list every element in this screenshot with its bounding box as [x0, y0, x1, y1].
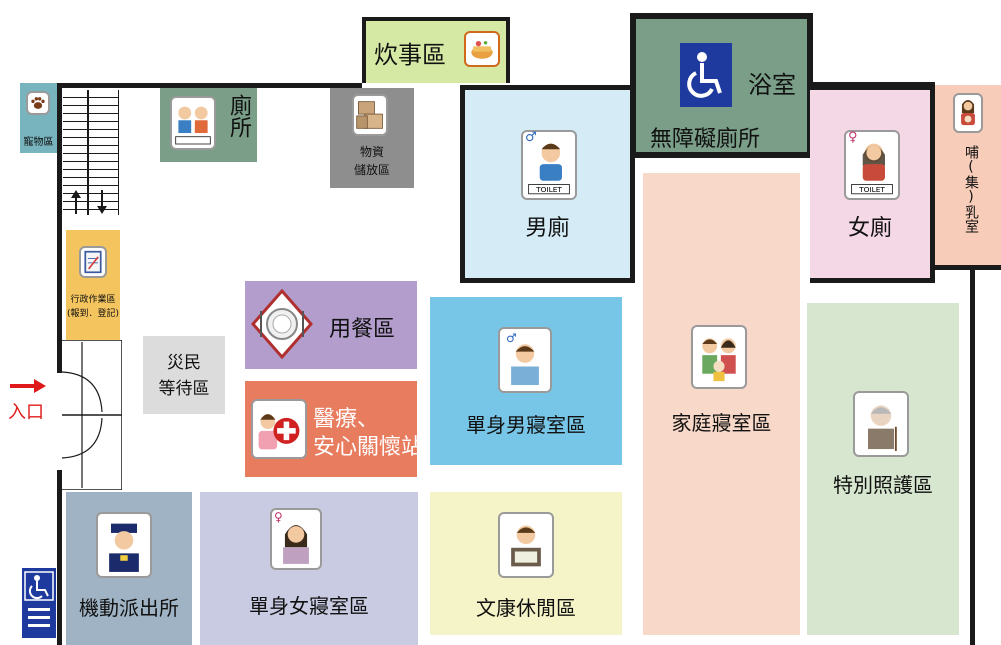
- family-dorm: 家庭寢室區: [643, 173, 800, 635]
- left-wall-lower: [57, 470, 62, 645]
- right-wall-top: [935, 265, 1001, 270]
- accessible-toilet-area: 浴室 無障礙廁所: [630, 13, 813, 158]
- pet-area-label: 寵物區: [23, 137, 54, 148]
- kitchen-area: 炊事區: [362, 17, 510, 83]
- medical-label-1: 醫療、: [313, 407, 380, 432]
- recreation-label: 文康休閒區: [476, 596, 576, 620]
- admin-label-1: 行政作業區: [70, 295, 116, 305]
- admin-label-2: (報到．登記): [66, 309, 120, 319]
- kitchen-label: 炊事區: [374, 41, 446, 69]
- elder-icon: [853, 391, 909, 457]
- stair-arrow-down-icon: [97, 190, 107, 214]
- stair-arrow-up-icon: [71, 190, 81, 214]
- storage-area: 物資 儲放區: [330, 88, 414, 188]
- left-wall-upper: [57, 83, 62, 373]
- cooking-pot-icon: [464, 31, 500, 67]
- admin-area: 行政作業區 (報到．登記): [66, 230, 120, 340]
- female-sleeper-icon: [270, 508, 322, 570]
- boxes-icon: [352, 94, 388, 136]
- male-toilet-icon: TOILET: [521, 130, 577, 200]
- dining-area: 用餐區: [245, 281, 417, 369]
- womens-toilet-area: TOILET ♀ 女廁: [810, 85, 935, 283]
- nursing-room-area: 哺(集)乳室: [935, 85, 1001, 268]
- mens-toilet-label: 男廁: [525, 216, 570, 241]
- clipboard-icon: [79, 246, 107, 278]
- single-female-label: 單身女寢室區: [249, 594, 369, 618]
- single-female-symbol: ♀: [274, 510, 283, 524]
- mother-baby-icon: [953, 93, 983, 133]
- svg-text:TOILET: TOILET: [535, 185, 562, 194]
- toilet-area-label: 廁所: [226, 94, 251, 138]
- top-wall: [57, 83, 362, 88]
- single-male-symbol: ♂: [506, 331, 517, 345]
- right-wall: [970, 268, 975, 645]
- medical-label-2: 安心關懷站: [313, 435, 424, 460]
- storage-label-2: 儲放區: [353, 163, 390, 177]
- male-symbol: ♂: [525, 130, 537, 145]
- nursing-room-label: 哺(集)乳室: [963, 145, 979, 233]
- female-symbol: ♀: [848, 130, 858, 145]
- accessible-toilet-label: 無障礙廁所: [650, 127, 761, 152]
- dining-label: 用餐區: [329, 317, 396, 342]
- pet-area: 寵物區: [20, 83, 57, 153]
- family-label: 家庭寢室區: [671, 411, 772, 435]
- bath-label: 浴室: [748, 71, 796, 99]
- reading-person-icon: [498, 512, 554, 578]
- male-sleeper-icon: [498, 327, 552, 393]
- family-icon: [691, 325, 747, 389]
- storage-label-1: 物資: [359, 145, 384, 159]
- top-wall-right: [810, 82, 935, 87]
- police-label: 機動派出所: [79, 596, 179, 620]
- waiting-label-1: 災民: [167, 353, 201, 373]
- entrance-door: [61, 339, 123, 491]
- plate-icon: [251, 288, 313, 360]
- waiting-area: 災民 等待區: [143, 336, 225, 414]
- police-area: 機動派出所: [66, 492, 192, 645]
- single-female-dorm: ♀ 單身女寢室區: [200, 492, 418, 645]
- mens-toilet-area: TOILET ♂ 男廁: [460, 85, 635, 283]
- waiting-label-2: 等待區: [158, 379, 210, 399]
- recreation-area: 文康休閒區: [430, 492, 622, 635]
- police-officer-icon: [96, 512, 152, 578]
- toilet-pair-icon: [170, 96, 216, 150]
- special-care-area: 特別照護區: [807, 303, 959, 635]
- single-male-dorm: ♂ 單身男寢室區: [430, 297, 622, 465]
- entrance-label: 入口: [8, 402, 44, 423]
- entrance-arrow-icon: [10, 378, 46, 393]
- accessible-sign-icon: [22, 568, 56, 638]
- wheelchair-icon: [680, 43, 732, 107]
- stair-divider: [87, 90, 89, 215]
- paw-icon: [26, 91, 50, 115]
- medical-area: 醫療、 安心關懷站: [245, 381, 423, 477]
- toilet-area: 廁所: [160, 88, 257, 162]
- first-aid-icon: [251, 399, 307, 459]
- staircase: [63, 90, 119, 215]
- special-care-label: 特別照護區: [833, 473, 933, 497]
- svg-text:TOILET: TOILET: [858, 185, 885, 194]
- womens-toilet-label: 女廁: [847, 216, 892, 241]
- single-male-label: 單身男寢室區: [466, 413, 586, 437]
- female-toilet-icon: TOILET: [844, 130, 900, 200]
